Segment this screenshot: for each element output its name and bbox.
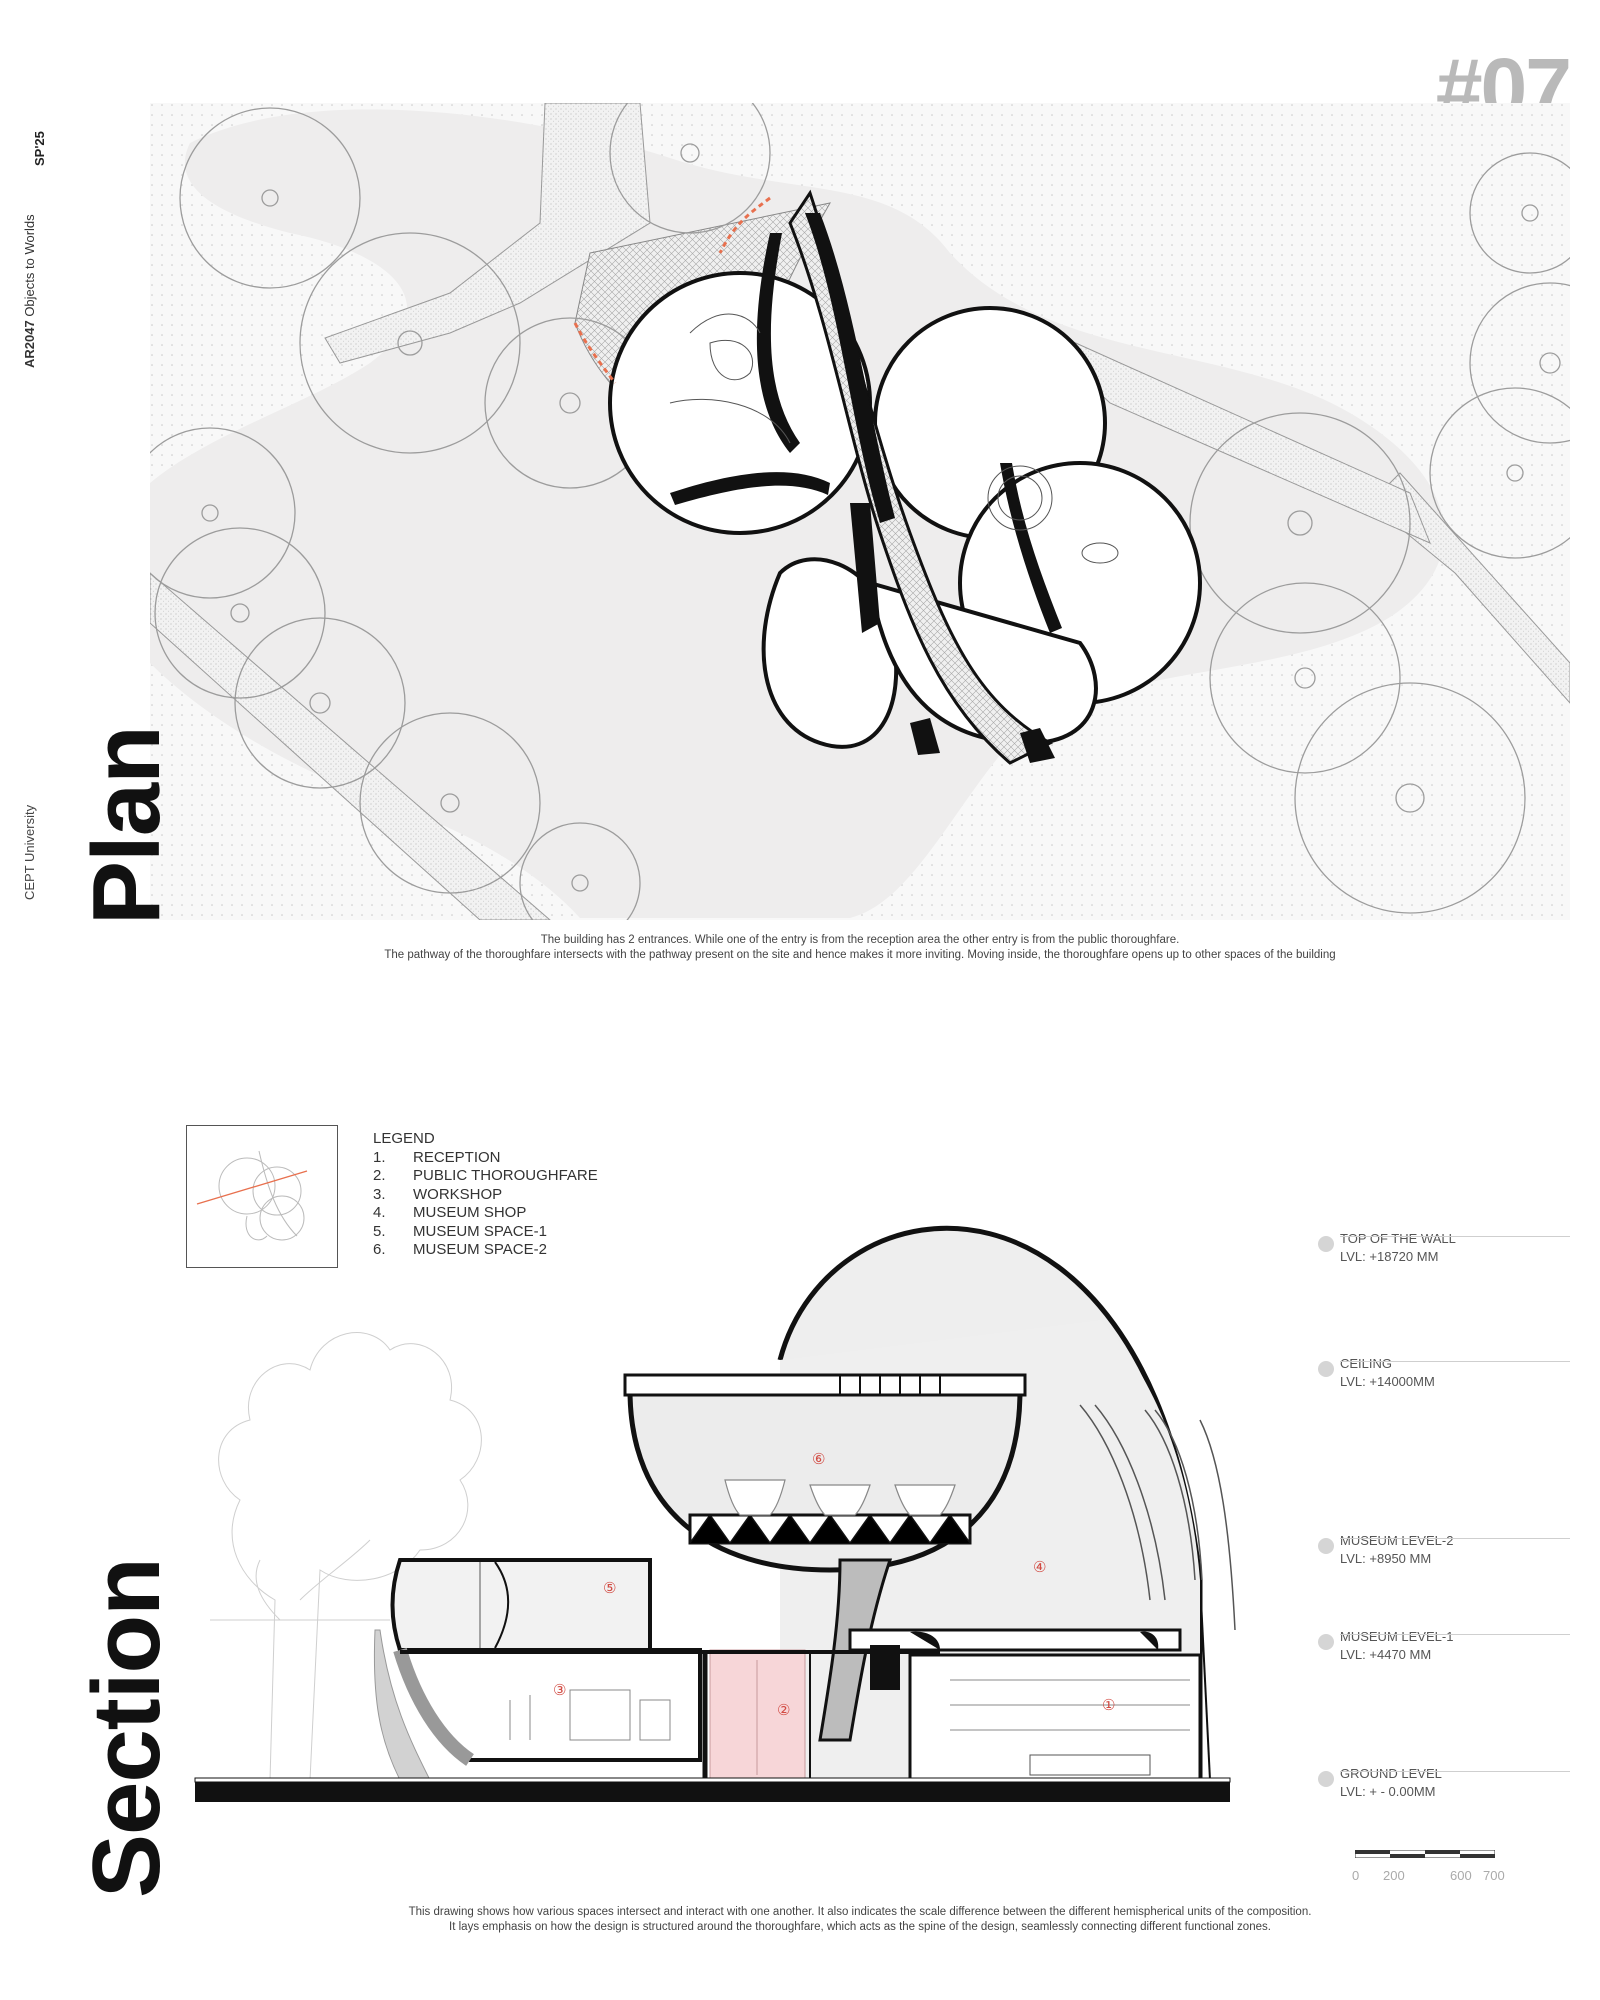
marker-museum-1: ⑤ [603, 1579, 616, 1597]
course-code: AR2047 [22, 320, 37, 368]
level-marker-icon [1318, 1771, 1334, 1787]
plan-drawing [150, 103, 1570, 920]
section-dome-ribs [1079, 1404, 1236, 1631]
legend-item: 2.PUBLIC THOROUGHFARE [373, 1167, 598, 1184]
section-museum-1 [390, 1558, 652, 1652]
plan-heading: Plan [73, 726, 180, 925]
level-marker-icon [1318, 1361, 1334, 1377]
scale-bar [1355, 1850, 1495, 1858]
section-space-markers: ① ② ③ ④ ⑤ ⑥ [553, 1450, 1115, 1719]
level-marker-icon [1318, 1538, 1334, 1554]
section-exhibit-vases [724, 1479, 956, 1516]
level-marker-icon [1318, 1236, 1334, 1252]
plan-walls [670, 213, 1062, 763]
legend-item: 4.MUSEUM SHOP [373, 1204, 527, 1221]
plan-interior-details [669, 313, 1119, 564]
section-bowl-roof-ribs [839, 1375, 941, 1395]
section-reception-stripes [950, 1679, 1190, 1731]
legend-item: 3.WORKSHOP [373, 1185, 503, 1203]
section-bowl-roof [623, 1373, 1027, 1397]
section-heading: Section [73, 1558, 180, 1898]
scale-label-0: 0 [1352, 1868, 1360, 1883]
level-marker-icon [1318, 1634, 1334, 1650]
section-caption-line-2: It lays emphasis on how the design is st… [449, 1921, 1271, 1933]
section-workshop-shell [393, 1647, 475, 1766]
marker-reception: ① [1102, 1696, 1115, 1714]
legend-item: 1.RECEPTION [373, 1148, 501, 1166]
legend-item: 5.MUSEUM SPACE-1 [373, 1222, 547, 1240]
course-name: Objects to Worlds [22, 214, 37, 321]
legend: LEGEND 1.RECEPTION 2.PUBLIC THOROUGHFARE… [373, 1130, 598, 1260]
marker-thoroughfare: ② [777, 1701, 790, 1719]
plan-trees [150, 103, 1570, 920]
plan-caption-line-1: The building has 2 entrances. While one … [540, 934, 1180, 946]
term-label: SP'25 [32, 131, 47, 166]
key-plan [186, 1125, 338, 1268]
scale-label-600: 600 [1450, 1868, 1472, 1883]
plan-entrance-arrow-2 [573, 322, 617, 384]
key-plan-section-line [196, 1170, 308, 1205]
section-ground-slab [195, 1780, 1230, 1802]
scale-label-200: 200 [1383, 1868, 1405, 1883]
section-caption-line-1: This drawing shows how various spaces in… [408, 1906, 1312, 1918]
section-workshop-furniture [509, 1689, 671, 1741]
marker-museum-shop: ④ [1033, 1558, 1046, 1576]
plan-pathway-southwest [150, 572, 551, 920]
marker-workshop: ③ [553, 1681, 566, 1699]
plan-thoroughfare [788, 189, 1054, 765]
plan-building [608, 271, 1202, 749]
section-drawing: ① ② ③ ④ ⑤ ⑥ [194, 1225, 1236, 1802]
plan-pathway-north [324, 103, 651, 364]
scale-label-700: 700 [1483, 1868, 1505, 1883]
course-label: AR2047 Objects to Worlds [22, 214, 37, 368]
section-tree [210, 1332, 482, 1781]
plan-entrance-arrow-1 [718, 196, 771, 254]
plan-caption-line-2: The pathway of the thoroughfare intersec… [384, 949, 1336, 961]
marker-museum-2: ⑥ [812, 1450, 825, 1468]
legend-title: LEGEND [373, 1130, 435, 1147]
legend-item: 6.MUSEUM SPACE-2 [373, 1241, 547, 1258]
university-label: CEPT University [22, 804, 37, 900]
